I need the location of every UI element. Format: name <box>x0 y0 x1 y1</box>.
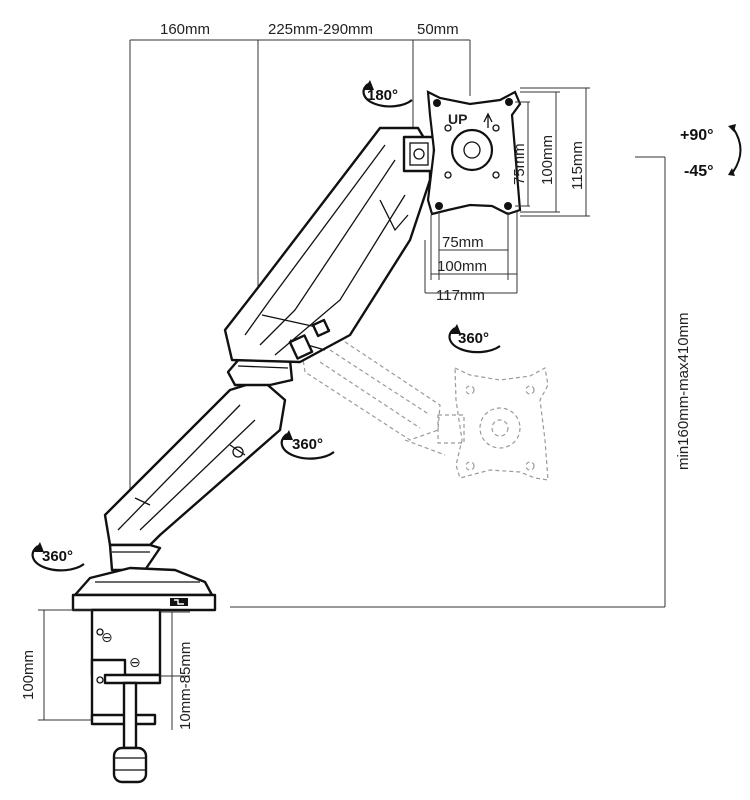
vesa-width-75-label: 75mm <box>442 234 484 251</box>
up-arrow-icon <box>483 112 493 128</box>
rotation-180-label: 180° <box>367 87 398 104</box>
ghost-arm-position <box>299 331 549 481</box>
clamp-screw <box>103 673 162 784</box>
rotation-360-mid-label: 360° <box>292 436 323 453</box>
clamp-dimension-lines <box>38 609 190 730</box>
clamp-screw-icon: ⊖ <box>101 629 113 645</box>
vesa-plate: UP <box>426 90 522 216</box>
rotation-360-plate-label: 360° <box>458 330 489 347</box>
rotation-180-badge: 180° <box>362 80 413 108</box>
height-dimension-lines <box>230 156 666 608</box>
vesa-width-100-label: 100mm <box>437 258 487 275</box>
tilt-arrow-icon <box>728 124 742 176</box>
vesa-dimension-lines <box>424 87 590 294</box>
vesa-height-75-label: 75mm <box>511 143 528 185</box>
vesa-width-117-label: 117mm <box>436 287 485 304</box>
tilt-down-label: -45° <box>684 163 714 180</box>
desk-thickness-label: 10mm-85mm <box>177 642 194 730</box>
offset-dimension-label: 160mm <box>160 21 210 38</box>
lower-arm <box>103 378 287 547</box>
rotation-360-base-label: 360° <box>42 548 73 565</box>
upper-arm <box>223 126 432 364</box>
clamp-height-label: 100mm <box>20 650 37 700</box>
reach-dimension-label: 225mm-290mm <box>268 21 373 38</box>
vesa-height-100-label: 100mm <box>539 135 556 185</box>
height-range-label: min160mm-max410mm <box>675 312 692 470</box>
plate-up-label: UP <box>448 111 467 127</box>
tilt-head <box>402 135 436 173</box>
base-pole <box>108 543 162 572</box>
clamp-nut-icon: ⊖ <box>129 654 141 670</box>
rotation-360-mid-badge: 360° <box>280 430 335 460</box>
rotation-360-plate-badge: 360° <box>448 324 501 354</box>
vesa-height-115-label: 115mm <box>569 141 586 190</box>
desk-base <box>71 566 217 612</box>
depth-dimension-label: 50mm <box>417 21 459 38</box>
rotation-360-base-badge: 360° <box>31 542 85 572</box>
tilt-up-label: +90° <box>680 127 714 144</box>
